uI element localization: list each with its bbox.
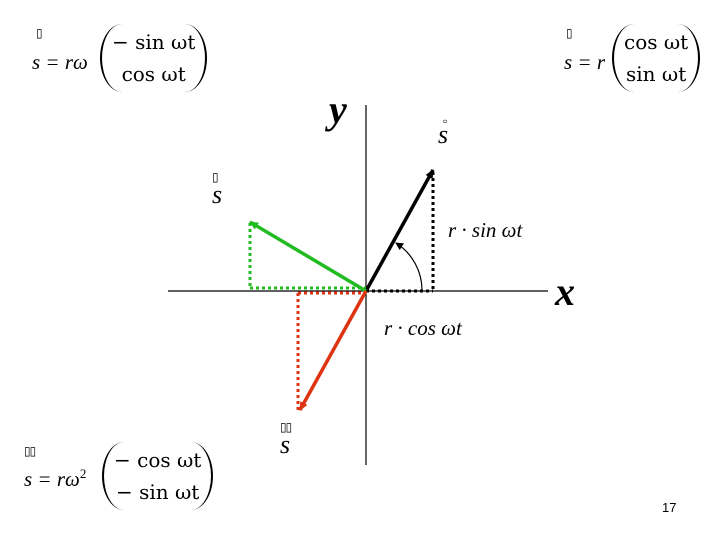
double-dot-marker: ▯▯ [280, 420, 292, 434]
acceleration-vector [298, 290, 368, 411]
acceleration-vector-label: ▯▯ s [280, 420, 292, 459]
acceleration-dot-marker: ▯▯ [24, 444, 36, 458]
acceleration-matrix-row1: − cos ωt [114, 448, 202, 472]
velocity-matrix-row2: cos ωt [121, 62, 186, 86]
page-number: 17 [662, 500, 677, 515]
velocity-equation-lhs: ▯ s = rω [32, 26, 88, 74]
position-dot-marker: ▯ [566, 26, 573, 40]
velocity-vector-label: ▯ s [212, 170, 223, 209]
sin-component-label: r · sin ωt [448, 218, 523, 242]
position-equation-lhs: ▯ s = r [564, 26, 606, 74]
angle-arc [395, 242, 423, 292]
velocity-vector [249, 220, 367, 293]
position-matrix-row2: sin ωt [625, 62, 687, 86]
position-vector-label: ▫ s [438, 114, 449, 149]
velocity-matrix: − sin ωt cos ωt [100, 24, 208, 92]
acceleration-matrix: − cos ωt − sin ωt [102, 442, 214, 510]
cos-component-label: r · cos ωt [384, 316, 462, 340]
position-vector [364, 169, 435, 292]
single-dot-marker: ▯ [212, 170, 219, 184]
x-axis-label: x [555, 269, 575, 314]
velocity-dot-marker: ▯ [36, 26, 43, 40]
position-matrix-row1: cos ωt [624, 30, 689, 54]
velocity-matrix-row1: − sin ωt [112, 30, 196, 54]
acceleration-equation-lhs: ▯▯ s = rω2 [24, 444, 87, 491]
position-matrix: cos ωt sin ωt [612, 24, 701, 92]
no-dot-marker: ▫ [443, 114, 447, 128]
acceleration-matrix-row2: − sin ωt [115, 480, 200, 504]
y-axis-label: y [329, 87, 347, 132]
